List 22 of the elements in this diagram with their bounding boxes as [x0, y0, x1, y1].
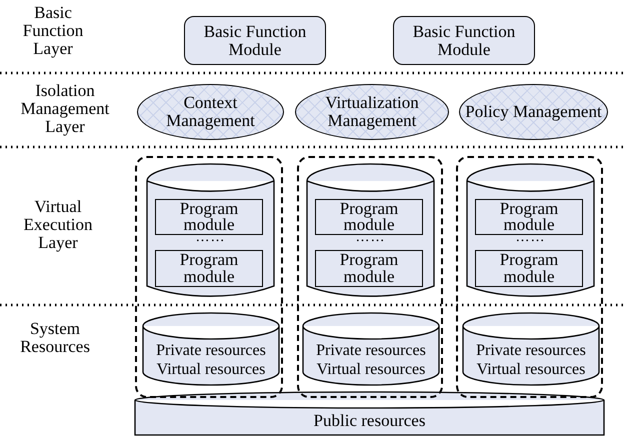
container-box	[135, 156, 283, 398]
module-box: Basic Function Module	[184, 16, 326, 65]
program-module-box: Program module	[315, 199, 423, 235]
program-module-box: Program module	[475, 199, 583, 235]
container-box	[297, 156, 443, 398]
resource-cylinder: Private resources Virtual resources	[463, 313, 599, 385]
program-module-box: Program module	[315, 250, 423, 287]
management-ellipse: Context Management	[137, 84, 284, 140]
layer-label: System Resources	[19, 320, 91, 356]
resource-cylinder: Private resources Virtual resources	[143, 313, 279, 385]
public-resources-cylinder: Public resources	[135, 390, 604, 435]
management-ellipse: Virtualization Management	[295, 84, 449, 140]
resource-cylinder: Private resources Virtual resources	[303, 313, 439, 385]
program-module-box: Program module	[155, 250, 263, 287]
container-box	[456, 156, 603, 398]
program-module-box: Program module	[475, 250, 583, 287]
program-module-box: Program module	[155, 199, 263, 235]
layer-label: Isolation Management Layer	[20, 82, 110, 136]
layer-label: Virtual Execution Layer	[22, 198, 94, 252]
management-ellipse: Policy Management	[459, 84, 608, 140]
layer-label: Basic Function Layer	[22, 4, 84, 58]
module-box: Basic Function Module	[393, 16, 535, 65]
